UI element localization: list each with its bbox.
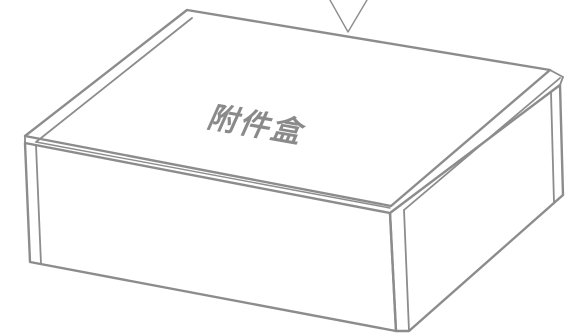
leader-pointer bbox=[329, 0, 368, 33]
lid-top-face bbox=[23, 8, 552, 208]
lid-right-top-line bbox=[549, 69, 564, 78]
right-face-strip bbox=[550, 91, 555, 204]
front-right-strip bbox=[403, 209, 410, 332]
lid-left-flap-line bbox=[35, 17, 193, 143]
front-left-strip bbox=[35, 144, 42, 265]
lid-rim-inner bbox=[35, 141, 391, 209]
box-right-face bbox=[388, 83, 565, 333]
